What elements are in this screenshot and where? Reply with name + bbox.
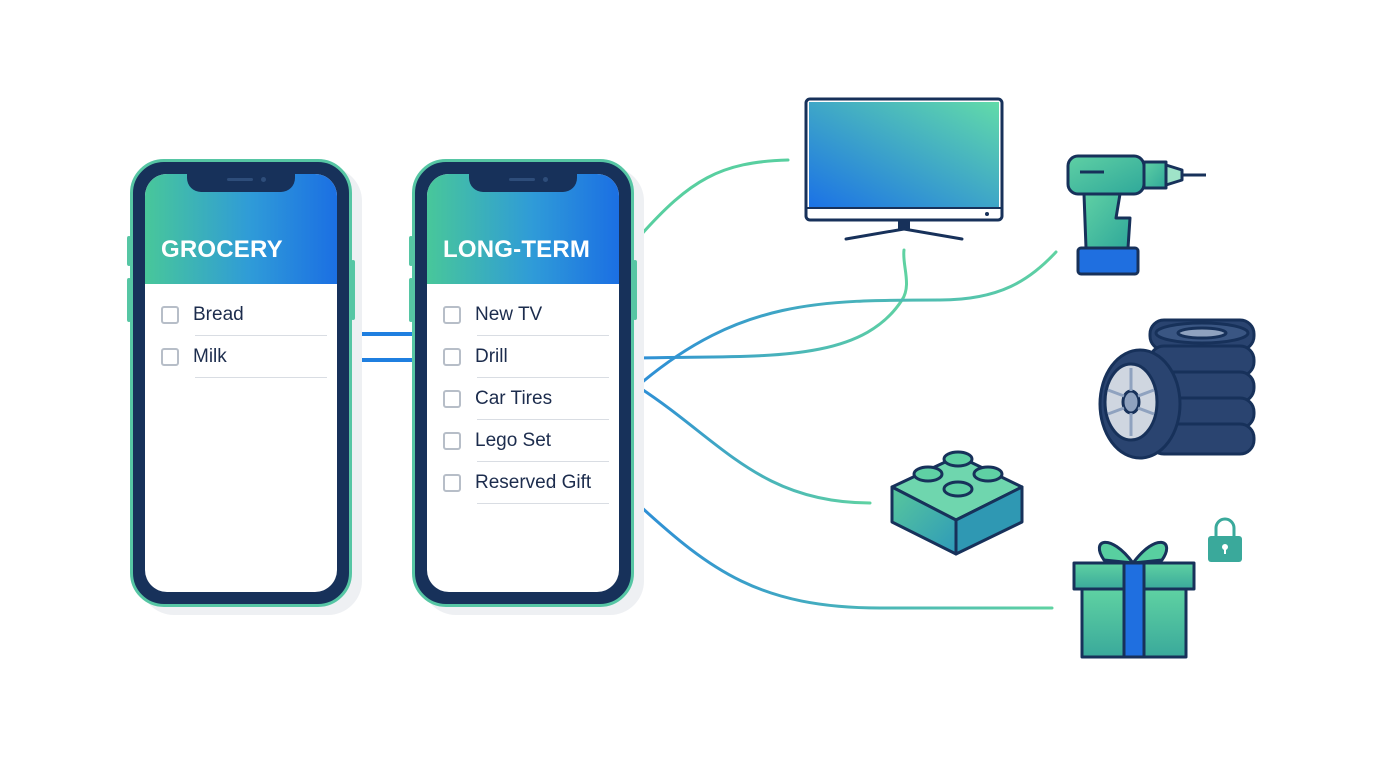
long-term-list: New TV Drill Car Tires Lego Set Reserved [427, 284, 619, 504]
divider [195, 377, 327, 378]
divider [477, 461, 609, 462]
phone-long-term: LONG-TERM New TV Drill Car Tires Lego Se… [409, 159, 637, 607]
phone-link-lines [356, 332, 412, 362]
checkbox[interactable] [443, 348, 461, 366]
list-item: Bread [161, 294, 337, 336]
item-label: Reserved Gift [475, 472, 592, 493]
divider [477, 503, 609, 504]
item-label: New TV [475, 304, 543, 325]
checkbox[interactable] [443, 390, 461, 408]
divider [477, 419, 609, 420]
checkbox[interactable] [443, 432, 461, 450]
grocery-list: Bread Milk [145, 284, 337, 378]
list-item: Milk [161, 336, 337, 378]
phone-side-button [409, 236, 413, 266]
phone-side-button [633, 260, 637, 320]
list-title: GROCERY [161, 236, 283, 263]
drill-icon [1066, 154, 1206, 276]
item-label: Drill [475, 346, 508, 367]
phone-grocery: GROCERY Bread Milk [127, 159, 355, 607]
camera [261, 177, 266, 182]
connector-gift [638, 504, 1054, 610]
phone-notch [469, 174, 577, 192]
item-label: Milk [193, 346, 227, 367]
connector-tv [638, 158, 790, 238]
list-title: LONG-TERM [443, 236, 591, 263]
lego-brick-icon [890, 450, 1024, 556]
tires-icon [1098, 318, 1256, 460]
long-term-screen: LONG-TERM New TV Drill Car Tires Lego Se… [427, 174, 619, 592]
phone-side-button [409, 278, 413, 322]
item-label: Lego Set [475, 430, 552, 451]
gift-icon [1072, 540, 1196, 659]
checkbox[interactable] [443, 306, 461, 324]
divider [477, 377, 609, 378]
grocery-header: GROCERY [145, 174, 337, 284]
lock-icon [1208, 517, 1242, 562]
phone-side-button [351, 260, 355, 320]
item-label: Bread [193, 304, 244, 325]
list-item: New TV [443, 294, 619, 336]
grocery-screen: GROCERY Bread Milk [145, 174, 337, 592]
list-item: Reserved Gift [443, 462, 619, 504]
checkbox[interactable] [443, 474, 461, 492]
list-item: Drill [443, 336, 619, 378]
item-label: Car Tires [475, 388, 553, 409]
speaker [509, 178, 535, 181]
connector-lego [638, 386, 872, 505]
phone-side-button [127, 278, 131, 322]
checkbox[interactable] [161, 306, 179, 324]
list-item: Car Tires [443, 378, 619, 420]
long-term-header: LONG-TERM [427, 174, 619, 284]
camera [543, 177, 548, 182]
speaker [227, 178, 253, 181]
phone-side-button [127, 236, 131, 266]
list-item: Lego Set [443, 420, 619, 462]
divider [477, 335, 609, 336]
item-connector-lines [638, 158, 1084, 610]
connector-drill-2 [638, 250, 1058, 386]
divider [195, 335, 327, 336]
tv-icon [804, 97, 1004, 241]
connector-drill [638, 248, 908, 360]
phone-notch [187, 174, 295, 192]
checkbox[interactable] [161, 348, 179, 366]
